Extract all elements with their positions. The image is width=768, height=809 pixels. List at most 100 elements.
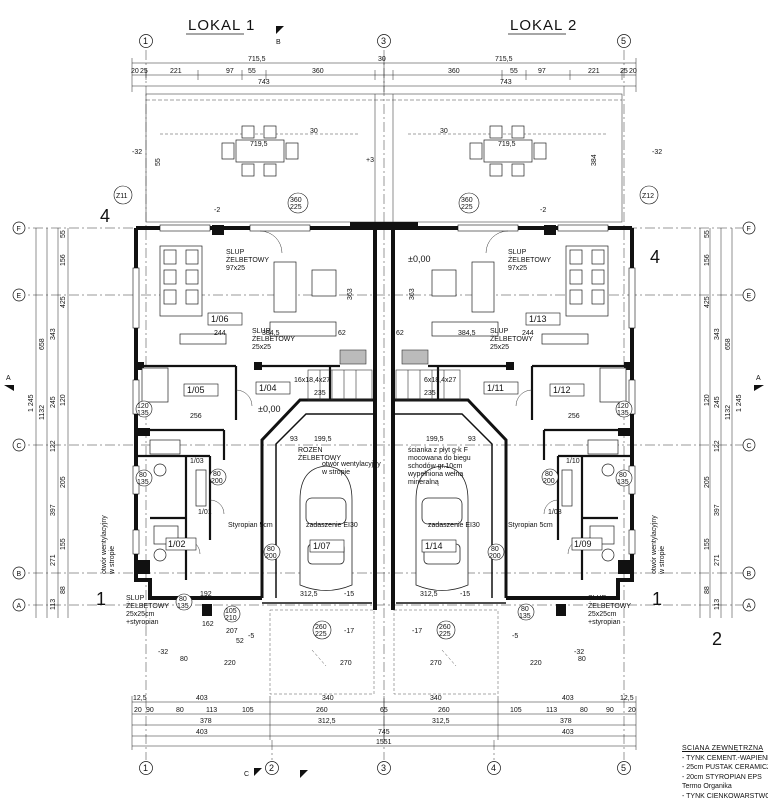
plan-annotation-text: 200 bbox=[265, 553, 277, 560]
plan-annotation-text: -17 bbox=[412, 628, 422, 635]
right-dimension-lines bbox=[699, 228, 733, 618]
plan-annotation-text: 312,5 bbox=[300, 591, 318, 598]
plan-annotation-text: 378 bbox=[560, 718, 572, 725]
plan-annotation-text: E bbox=[747, 293, 752, 300]
plan-annotation-text: 12,5 bbox=[133, 695, 147, 702]
plan-annotation-text: 256 bbox=[568, 413, 580, 420]
plan-annotation-text: 20 bbox=[134, 707, 142, 714]
plan-annotation-text: 360 bbox=[461, 197, 473, 204]
plan-annotation-text: 743 bbox=[500, 79, 512, 86]
marker-z11: Z11 bbox=[116, 193, 128, 200]
plan-annotation-text: -17 bbox=[344, 628, 354, 635]
plan-annotation-text: 199,5 bbox=[314, 436, 332, 443]
ref-2-right: 2 bbox=[712, 629, 722, 649]
plan-annotation-text: 80 bbox=[180, 656, 188, 663]
plan-annotation-text: 225 bbox=[315, 631, 327, 638]
plan-annotation-text: B bbox=[276, 39, 281, 46]
plan-annotation-text: 55 bbox=[248, 68, 256, 75]
plan-annotation-text: -32 bbox=[652, 149, 662, 156]
plan-annotation-text: -32 bbox=[574, 649, 584, 656]
axis-2-bottom: 2 bbox=[269, 763, 274, 773]
plan-annotation-text: ŻELBETOWY bbox=[226, 255, 269, 264]
plan-annotation-text: 260 bbox=[439, 624, 451, 631]
plan-annotation-text: SLUP bbox=[588, 595, 607, 602]
legend-line: - TYNK CIENKOWARSTWOWY bbox=[682, 792, 768, 800]
plan-annotation-text: F bbox=[17, 226, 21, 233]
plan-annotation-text: -5 bbox=[248, 633, 254, 640]
plan-annotation-text: 135 bbox=[519, 613, 531, 620]
plan-annotation-text: 135 bbox=[617, 410, 629, 417]
plan-annotation-text: SLUP bbox=[126, 595, 145, 602]
plan-annotation-text: 220 bbox=[530, 660, 542, 667]
plan-annotation-text: 312,5 bbox=[318, 718, 336, 725]
plan-annotation-text: 403 bbox=[196, 695, 208, 702]
plan-annotation-text: 80 bbox=[176, 707, 184, 714]
left-dimension-lines bbox=[35, 228, 69, 618]
inner-dimensions: 244 384,5 62 62 384,5 244 256 256 199,5 … bbox=[132, 128, 662, 667]
dim-mid: 30 bbox=[378, 56, 386, 63]
party-wall-cap bbox=[350, 222, 418, 230]
ref-1-left: 1 bbox=[96, 589, 106, 609]
plan-annotation-text: 200 bbox=[211, 478, 223, 485]
plan-annotation-text: 97x25 bbox=[508, 265, 527, 272]
plan-annotation-text: 658 bbox=[725, 338, 732, 350]
plan-annotation-text: zadaszenie EI30 bbox=[428, 522, 480, 529]
plan-annotation-text: 271 bbox=[714, 554, 721, 566]
plan-annotation-text: 360 bbox=[312, 68, 324, 75]
plan-annotation-text: 340 bbox=[322, 695, 334, 702]
axis-1-top: 1 bbox=[143, 36, 148, 46]
plan-annotation-text: 80 bbox=[491, 546, 499, 553]
left-dimension-text: 55 156 425 343 658 120 245 1132 1 245 12… bbox=[28, 230, 67, 610]
room-1-04: 1/04 bbox=[259, 383, 277, 393]
plan-annotation-text: ŻELBETOWY bbox=[508, 255, 551, 264]
plan-annotation-text: 113 bbox=[546, 707, 557, 714]
plan-annotation-text: 80 bbox=[619, 472, 627, 479]
plan-annotation-text: -15 bbox=[460, 591, 470, 598]
furniture-left bbox=[141, 245, 337, 562]
plan-annotation-text: Styropian 5cm bbox=[508, 522, 553, 529]
plan-annotation-text: 205 bbox=[60, 476, 67, 488]
dim-overall-left: 715,5 bbox=[248, 56, 266, 63]
plan-annotation-text: 80 bbox=[521, 606, 529, 613]
plan-annotation-text: 360 bbox=[448, 68, 460, 75]
row-bubbles: F E C B A F E C B A bbox=[12, 221, 756, 612]
plan-annotation-text: 65 bbox=[380, 707, 388, 714]
interior-walls-left bbox=[136, 364, 340, 580]
plan-annotation-text: w stropie bbox=[109, 546, 116, 575]
wall-legend: ŚCIANA ZEWNĘTRZNA - TYNK CEMENT.-WAPIENN… bbox=[682, 744, 768, 801]
plan-annotation-text: 360 bbox=[290, 197, 302, 204]
plan-annotation-text: +3 bbox=[366, 157, 374, 164]
plan-annotation-text: 25x25cm bbox=[126, 611, 155, 618]
plan-annotation-text: F bbox=[747, 226, 751, 233]
plan-annotation-text: 220 bbox=[224, 660, 236, 667]
plan-annotation-text: 120 bbox=[60, 394, 67, 406]
plan-annotation-text: 55 bbox=[155, 158, 162, 166]
plan-annotation-text: 25 bbox=[140, 68, 148, 75]
plan-annotation-text: 156 bbox=[60, 254, 67, 266]
plan-annotation-text: 62 bbox=[396, 330, 404, 337]
plan-annotation-text: 384,5 bbox=[262, 330, 280, 337]
axis-1-bottom: 1 bbox=[143, 763, 148, 773]
plan-annotation-text: SLUP bbox=[252, 328, 271, 335]
plan-annotation-text: 20 bbox=[629, 68, 637, 75]
plan-annotation-text: SLUP bbox=[226, 249, 245, 256]
plan-annotation-text: 55 bbox=[510, 68, 518, 75]
room-1-03: 1/03 bbox=[190, 458, 204, 465]
plan-annotation-text: ŻELBETOWY bbox=[588, 601, 631, 610]
plan-annotation-text: 162 bbox=[202, 621, 214, 628]
plan-annotation-text: 113 bbox=[714, 599, 721, 610]
plan-annotation-text: 25x25cm bbox=[588, 611, 617, 618]
right-dimension-text: 55 156 425 343 658 120 245 1132 1 245 12… bbox=[704, 230, 743, 610]
plan-annotation-text: 343 bbox=[50, 328, 57, 340]
plan-annotation-text: -5 bbox=[512, 633, 518, 640]
bottom-dimension-text: 12,5 403 340 340 403 12,5 20 90 80 113 1… bbox=[133, 695, 636, 746]
plan-annotation-text: 97 bbox=[538, 68, 546, 75]
plan-annotation-text: 363 bbox=[347, 288, 354, 300]
section-mark-a: A A bbox=[4, 375, 764, 391]
plan-annotation-text: 343 bbox=[714, 328, 721, 340]
plan-annotation-text: SLUP bbox=[508, 249, 527, 256]
plan-annotation-text: A bbox=[756, 375, 761, 382]
plan-annotation-text: ŻELBETOWY bbox=[298, 453, 341, 462]
plan-annotation-text: 105 bbox=[242, 707, 254, 714]
